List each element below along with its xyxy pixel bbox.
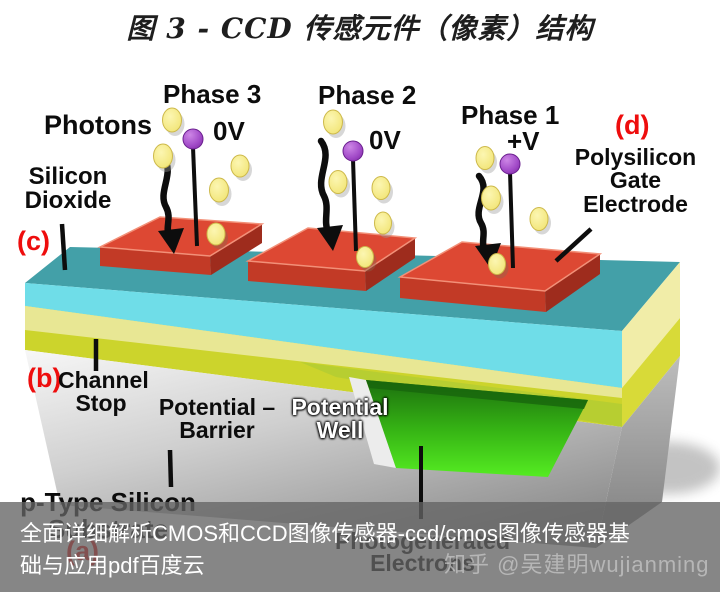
gate-terminal-2	[342, 140, 364, 252]
slab-right-face-cream	[622, 262, 680, 388]
phase2-label: Phase 2	[318, 80, 417, 110]
potential-well-label: Potential Well	[291, 394, 389, 444]
substrate-right-face	[596, 356, 680, 548]
substrate-front-face	[25, 350, 622, 548]
photon-icon	[323, 109, 346, 138]
photon-icon	[209, 177, 232, 206]
photon-icon	[153, 143, 176, 172]
figure-title: 图 3 - CCD 传感元件（像素）结构	[126, 12, 594, 45]
terminal-ball-icon	[342, 140, 364, 162]
silicon-dioxide-front-face	[25, 283, 622, 388]
polysilicon-pointer-line	[554, 227, 593, 263]
watermark: 知乎 @吴建明wujianming	[444, 552, 710, 577]
photon-icon	[374, 211, 395, 238]
photon-arrow-1	[158, 153, 184, 254]
photon-arrow-3	[475, 172, 501, 269]
photon-icon	[475, 146, 497, 174]
polysilicon-gate-label: Polysilicon Gate Electrode	[574, 144, 697, 217]
gate-electrode-3	[397, 241, 603, 312]
channel-layer-highlight	[25, 306, 622, 398]
photon-icon	[529, 207, 551, 235]
potential-well-top-strip	[366, 380, 588, 409]
caption-band	[0, 502, 720, 592]
photon-icon	[371, 176, 393, 204]
marker-c: (c)	[17, 226, 50, 256]
channel-layer-right-face	[622, 318, 680, 427]
photon-icon	[230, 154, 252, 181]
terminal-ball-icon	[499, 153, 521, 175]
silicon-dioxide-pointer-line	[59, 223, 68, 271]
caption-line-2: 础与应用pdf百度云	[20, 553, 205, 578]
photon-icon	[206, 222, 228, 249]
well-left-wall	[349, 377, 396, 468]
phase3-voltage: 0V	[213, 116, 245, 146]
photons-label: Photons	[44, 110, 152, 140]
photon-icon	[162, 107, 185, 136]
potential-barrier-label: Potential – Barrier	[158, 394, 276, 444]
phase1-label: Phase 1	[461, 100, 560, 130]
caption-line-1: 全面详细解析CMOS和CCD图像传感器-ccd/cmos图像传感器基	[20, 521, 630, 546]
substrate-pointer-line	[167, 449, 174, 488]
photon-arrow-2	[317, 137, 343, 251]
gate-terminal-3	[499, 153, 521, 269]
photon-icon	[488, 253, 509, 279]
terminal-ball-icon	[182, 128, 204, 150]
photon-icon	[328, 170, 350, 198]
gate-terminal-1	[182, 128, 204, 247]
photons-group	[153, 107, 551, 279]
phase1-voltage: +V	[507, 126, 540, 156]
phase2-voltage: 0V	[369, 125, 401, 155]
silicon-dioxide-label: Silicon Dioxide	[24, 163, 112, 215]
phase3-label: Phase 3	[163, 79, 262, 109]
photon-icon	[356, 246, 377, 272]
marker-b: (b)	[27, 363, 62, 393]
marker-d: (d)	[615, 110, 650, 140]
channel-stop-label: Channel Stop	[58, 367, 149, 417]
photon-icon	[481, 185, 504, 214]
